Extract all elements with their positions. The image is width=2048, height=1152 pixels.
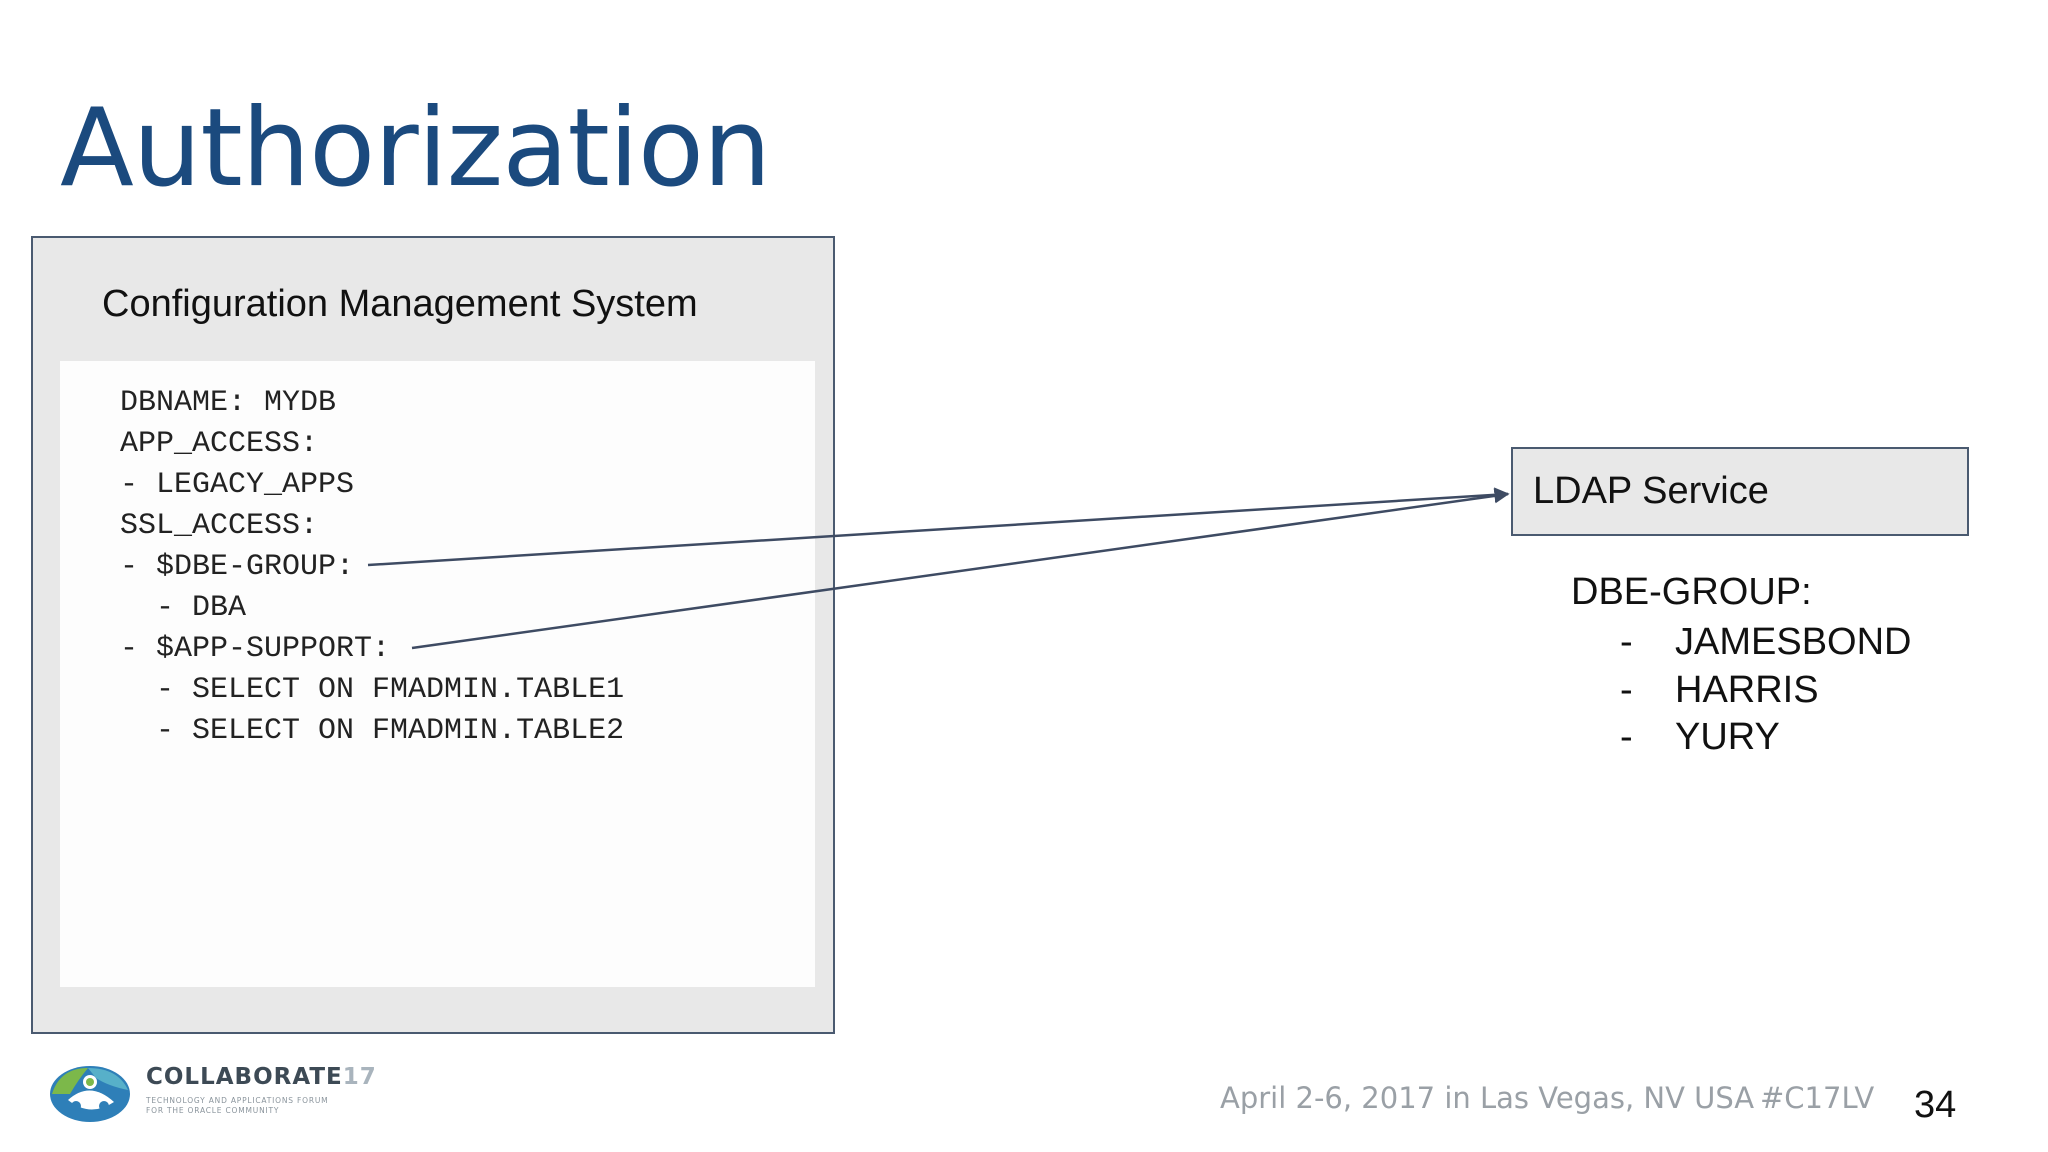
list-dash: -	[1620, 621, 1633, 663]
code-line: - $DBE-GROUP:	[120, 550, 355, 584]
list-item: -HARRIS	[1620, 667, 1911, 715]
collaborate-logo: COLLABORATE17 TECHNOLOGY AND APPLICATION…	[48, 1060, 428, 1126]
footer-hashtag: #C17LV	[1760, 1081, 1875, 1115]
cms-box: Configuration Management System DBNAME: …	[31, 236, 835, 1034]
cms-title: Configuration Management System	[102, 283, 698, 325]
list-item: -JAMESBOND	[1620, 619, 1911, 667]
code-line: - SELECT ON FMADMIN.TABLE1	[120, 673, 625, 707]
logo-tagline-line: TECHNOLOGY AND APPLICATIONS FORUM	[146, 1096, 329, 1105]
collaborate-logo-mark-icon	[50, 1066, 130, 1122]
logo-wordmark: COLLABORATE17	[146, 1066, 377, 1089]
ldap-service-box: LDAP Service	[1511, 447, 1969, 536]
code-line: APP_ACCESS:	[120, 427, 319, 461]
logo-word: COLLABORATE	[146, 1064, 343, 1090]
list-dash: -	[1620, 716, 1633, 758]
logo-tagline: TECHNOLOGY AND APPLICATIONS FORUM FOR TH…	[146, 1096, 406, 1116]
logo-tagline-line: FOR THE ORACLE COMMUNITY	[146, 1106, 280, 1115]
code-line: SSL_ACCESS:	[120, 509, 319, 543]
code-line: - LEGACY_APPS	[120, 468, 355, 502]
cms-config-panel: DBNAME: MYDB APP_ACCESS: - LEGACY_APPS S…	[60, 361, 815, 987]
code-line: DBNAME: MYDB	[120, 386, 337, 420]
code-line: - DBA	[120, 591, 247, 625]
logo-number: 17	[342, 1064, 377, 1090]
ldap-group-title: DBE-GROUP:	[1571, 571, 1812, 613]
ldap-group-members: -JAMESBOND -HARRIS -YURY	[1620, 619, 1911, 762]
page-number: 34	[1914, 1084, 1957, 1126]
code-line: - $APP-SUPPORT:	[120, 632, 391, 666]
list-dash: -	[1620, 668, 1633, 711]
member-name: HARRIS	[1675, 668, 1819, 711]
code-line: - SELECT ON FMADMIN.TABLE2	[120, 714, 625, 748]
member-name: JAMESBOND	[1675, 621, 1912, 663]
cms-config-code: DBNAME: MYDB APP_ACCESS: - LEGACY_APPS S…	[120, 383, 624, 752]
ldap-service-label: LDAP Service	[1533, 470, 1769, 512]
footer-event-text: April 2-6, 2017 in Las Vegas, NV USA	[1220, 1081, 1755, 1115]
slide-title: Authorization	[60, 86, 771, 211]
list-item: -YURY	[1620, 714, 1911, 762]
member-name: YURY	[1675, 716, 1780, 758]
